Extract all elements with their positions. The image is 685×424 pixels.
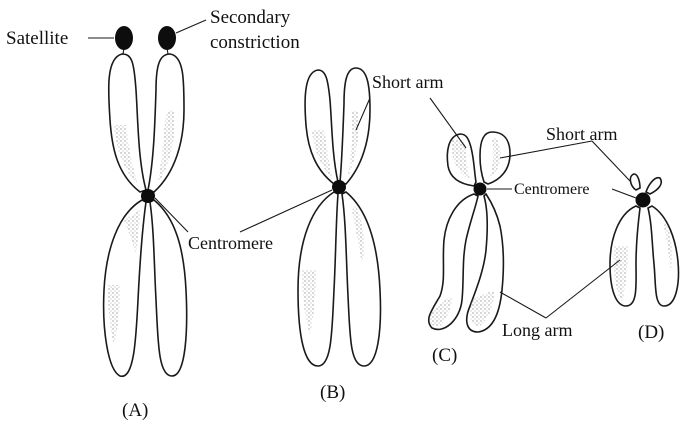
chromosome-a-upper-left-arm: [109, 54, 146, 192]
chromosome-c-centromere: [474, 183, 487, 196]
secondary-constriction-label-line1: Secondary: [210, 7, 291, 28]
long-arm-label: Long arm: [502, 320, 572, 340]
short-arm-label-b: Short arm: [372, 72, 444, 92]
chromosome-c: [429, 132, 510, 332]
chromosome-d-lower-right-arm: [648, 206, 678, 306]
chromosome-a-centromere: [141, 189, 155, 203]
chromosome-d-centromere: [636, 193, 651, 208]
caption-d: (D): [638, 322, 664, 343]
caption-a: (A): [122, 400, 148, 421]
satellite-left: [115, 26, 133, 50]
chromosome-b-centromere: [332, 180, 346, 194]
chromosome-a: [104, 26, 187, 376]
satellite-label: Satellite: [6, 28, 68, 49]
chromosome-d: [610, 174, 678, 306]
satellite-right: [158, 26, 176, 50]
caption-b: (B): [320, 382, 345, 403]
chromosome-d-short-arm-left: [630, 174, 640, 190]
chromosome-b: [298, 68, 380, 366]
centromere-label-c: Centromere: [514, 181, 590, 198]
centromere-label-a: Centromere: [188, 233, 273, 253]
short-arm-label-d: Short arm: [546, 124, 618, 144]
chromosome-b-upper-left-arm: [305, 70, 338, 184]
chromosome-d-short-arm-right: [646, 178, 661, 194]
secondary-constriction-label-line2: constriction: [210, 32, 300, 53]
caption-c: (C): [432, 345, 457, 366]
chromosome-b-lower-right-arm: [342, 192, 380, 366]
chromosome-a-lower-right-arm: [150, 200, 187, 376]
